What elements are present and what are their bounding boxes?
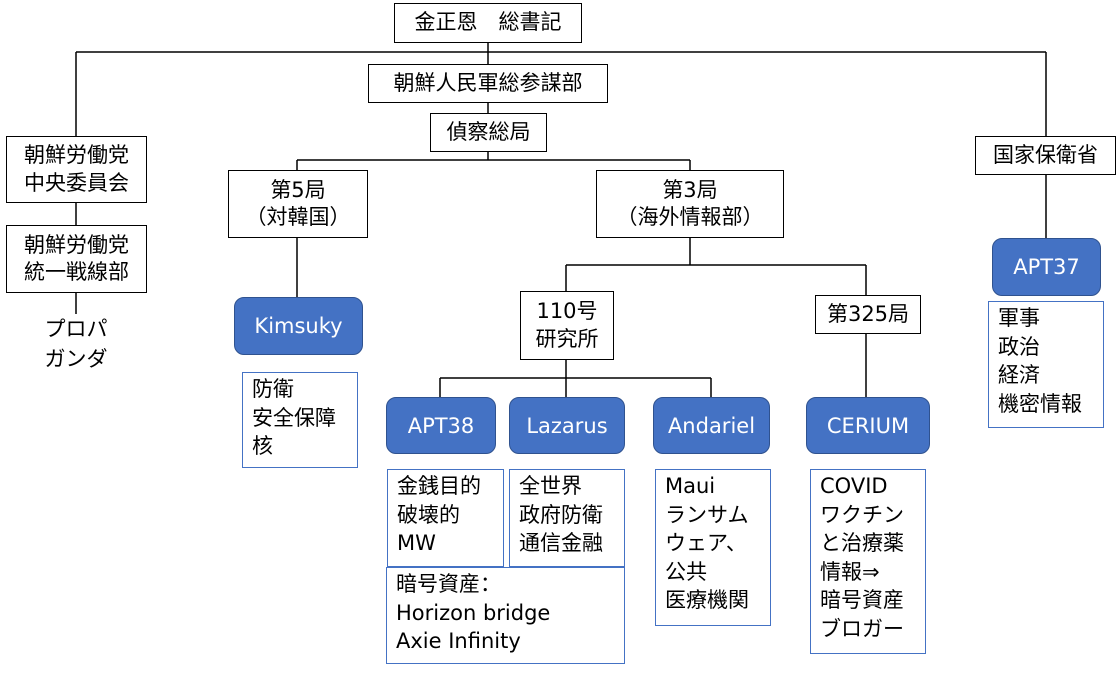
andariel-group: Andariel: [653, 397, 770, 454]
apt37-targets-note: 軍事 政治 経済 機密情報: [988, 301, 1104, 428]
bureau3-node: 第3局 （海外情報部）: [596, 170, 784, 238]
mss-node: 国家保衛省: [975, 136, 1116, 175]
apt38-group: APT38: [386, 397, 496, 454]
propaganda-text: プロパ ガンダ: [44, 317, 108, 372]
general-staff-node: 朝鮮人民軍総参謀部: [368, 64, 608, 103]
rgb-node: 偵察総局: [430, 113, 547, 152]
apt37-group: APT37: [992, 238, 1101, 296]
andariel-targets-note: Maui ランサム ウェア、 公共 医療機関: [655, 469, 771, 626]
leader-node: 金正恩 総書記: [394, 3, 582, 43]
united-front-node: 朝鮮労働党 統一戦線部: [6, 225, 147, 293]
central-committee-node: 朝鮮労働党 中央委員会: [6, 136, 147, 203]
lab110-node: 110号 研究所: [520, 291, 614, 360]
crypto-note: 暗号資産： Horizon bridge Axie Infinity: [386, 567, 625, 664]
kimsuky-targets-note: 防衛 安全保障 核: [242, 372, 358, 468]
lazarus-group: Lazarus: [509, 397, 625, 454]
apt38-targets-note: 金銭目的 破壊的 MW: [387, 469, 504, 567]
cerium-targets-note: COVID ワクチン と治療薬 情報⇒ 暗号資産 ブロガー: [810, 469, 926, 654]
lazarus-targets-note: 全世界 政府防衛 通信金融: [509, 469, 625, 567]
kimsuky-group: Kimsuky: [234, 297, 363, 355]
cerium-group: CERIUM: [806, 397, 930, 454]
bureau325-node: 第325局: [815, 295, 921, 334]
bureau5-node: 第5局 （対韓国）: [228, 170, 368, 238]
